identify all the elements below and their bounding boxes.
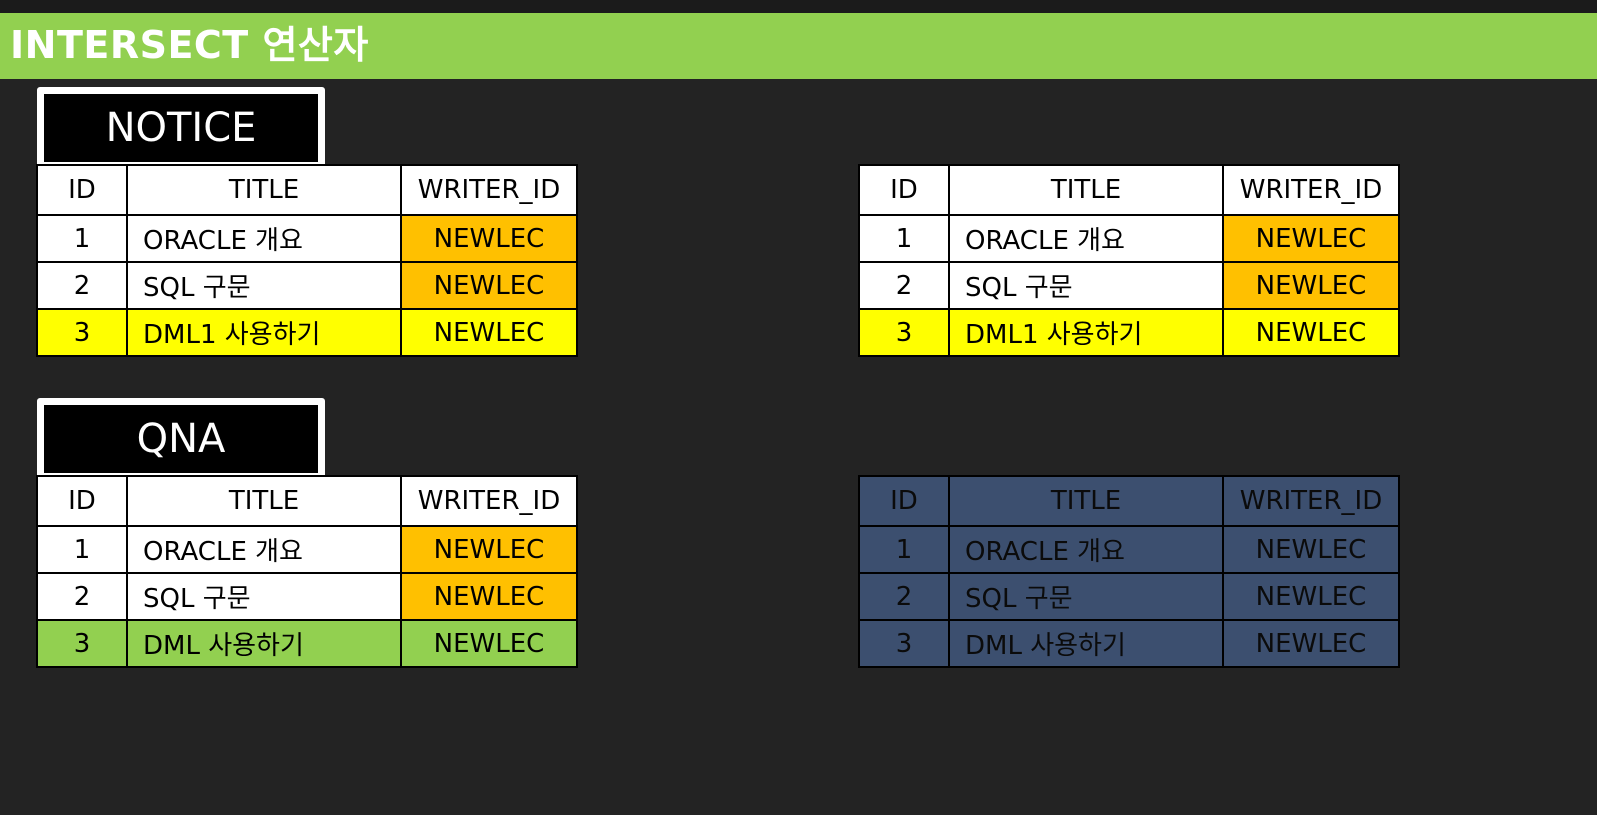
cell-writer-id: NEWLEC — [400, 261, 578, 310]
cell-id: 3 — [36, 308, 128, 357]
cell-id: 1 — [36, 214, 128, 263]
cell-title: ORACLE 개요 — [126, 214, 402, 263]
table-row: 1 ORACLE 개요 NEWLEC — [36, 525, 578, 574]
cell-id: 3 — [36, 619, 128, 668]
column-header-title: TITLE — [948, 164, 1224, 216]
table-row: 1 ORACLE 개요 NEWLEC — [858, 525, 1400, 574]
table-row: 3 DML 사용하기 NEWLEC — [858, 619, 1400, 668]
column-header-title: TITLE — [126, 475, 402, 527]
column-header-id: ID — [36, 475, 128, 527]
cell-title: SQL 구문 — [948, 261, 1224, 310]
table-row: 3 DML1 사용하기 NEWLEC — [36, 308, 578, 357]
table-row: 2 SQL 구문 NEWLEC — [858, 572, 1400, 621]
cell-title: SQL 구문 — [948, 572, 1224, 621]
cell-title: ORACLE 개요 — [126, 525, 402, 574]
cell-writer-id: NEWLEC — [1222, 261, 1400, 310]
cell-id: 3 — [858, 308, 950, 357]
column-header-id: ID — [36, 164, 128, 216]
table-row: 3 DML 사용하기 NEWLEC — [36, 619, 578, 668]
table-row: 2 SQL 구문 NEWLEC — [36, 261, 578, 310]
table-row: 1 ORACLE 개요 NEWLEC — [858, 214, 1400, 263]
cell-title: ORACLE 개요 — [948, 214, 1224, 263]
cell-writer-id: NEWLEC — [400, 619, 578, 668]
table-row: 3 DML1 사용하기 NEWLEC — [858, 308, 1400, 357]
cell-title: SQL 구문 — [126, 261, 402, 310]
cell-writer-id: NEWLEC — [400, 525, 578, 574]
qna-label: QNA — [37, 398, 325, 480]
table-row: 2 SQL 구문 NEWLEC — [36, 572, 578, 621]
result-table: ID TITLE WRITER_ID 1 ORACLE 개요 NEWLEC 2 … — [858, 475, 1400, 668]
column-header-writer-id: WRITER_ID — [400, 475, 578, 527]
cell-title: DML1 사용하기 — [948, 308, 1224, 357]
table-header-row: ID TITLE WRITER_ID — [36, 164, 578, 216]
cell-id: 3 — [858, 619, 950, 668]
cell-writer-id: NEWLEC — [1222, 525, 1400, 574]
qna-table: ID TITLE WRITER_ID 1 ORACLE 개요 NEWLEC 2 … — [36, 475, 578, 668]
cell-id: 2 — [858, 261, 950, 310]
notice-label: NOTICE — [37, 87, 325, 169]
cell-id: 2 — [36, 572, 128, 621]
cell-id: 2 — [858, 572, 950, 621]
cell-title: DML 사용하기 — [126, 619, 402, 668]
cell-id: 1 — [858, 214, 950, 263]
cell-writer-id: NEWLEC — [1222, 214, 1400, 263]
cell-writer-id: NEWLEC — [1222, 572, 1400, 621]
notice-table: ID TITLE WRITER_ID 1 ORACLE 개요 NEWLEC 2 … — [36, 164, 578, 357]
table-header-row: ID TITLE WRITER_ID — [858, 475, 1400, 527]
column-header-id: ID — [858, 164, 950, 216]
notice-copy-table: ID TITLE WRITER_ID 1 ORACLE 개요 NEWLEC 2 … — [858, 164, 1400, 357]
top-strip — [0, 0, 1597, 13]
table-row: 1 ORACLE 개요 NEWLEC — [36, 214, 578, 263]
cell-title: DML 사용하기 — [948, 619, 1224, 668]
cell-writer-id: NEWLEC — [400, 572, 578, 621]
column-header-title: TITLE — [948, 475, 1224, 527]
column-header-writer-id: WRITER_ID — [400, 164, 578, 216]
table-header-row: ID TITLE WRITER_ID — [36, 475, 578, 527]
column-header-writer-id: WRITER_ID — [1222, 164, 1400, 216]
cell-writer-id: NEWLEC — [400, 308, 578, 357]
column-header-title: TITLE — [126, 164, 402, 216]
table-header-row: ID TITLE WRITER_ID — [858, 164, 1400, 216]
cell-id: 2 — [36, 261, 128, 310]
cell-id: 1 — [36, 525, 128, 574]
cell-title: DML1 사용하기 — [126, 308, 402, 357]
title-banner: INTERSECT 연산자 — [0, 13, 1597, 79]
cell-title: ORACLE 개요 — [948, 525, 1224, 574]
cell-title: SQL 구문 — [126, 572, 402, 621]
column-header-id: ID — [858, 475, 950, 527]
column-header-writer-id: WRITER_ID — [1222, 475, 1400, 527]
cell-writer-id: NEWLEC — [1222, 308, 1400, 357]
table-row: 2 SQL 구문 NEWLEC — [858, 261, 1400, 310]
cell-id: 1 — [858, 525, 950, 574]
cell-writer-id: NEWLEC — [1222, 619, 1400, 668]
page-title: INTERSECT 연산자 — [10, 23, 369, 67]
cell-writer-id: NEWLEC — [400, 214, 578, 263]
